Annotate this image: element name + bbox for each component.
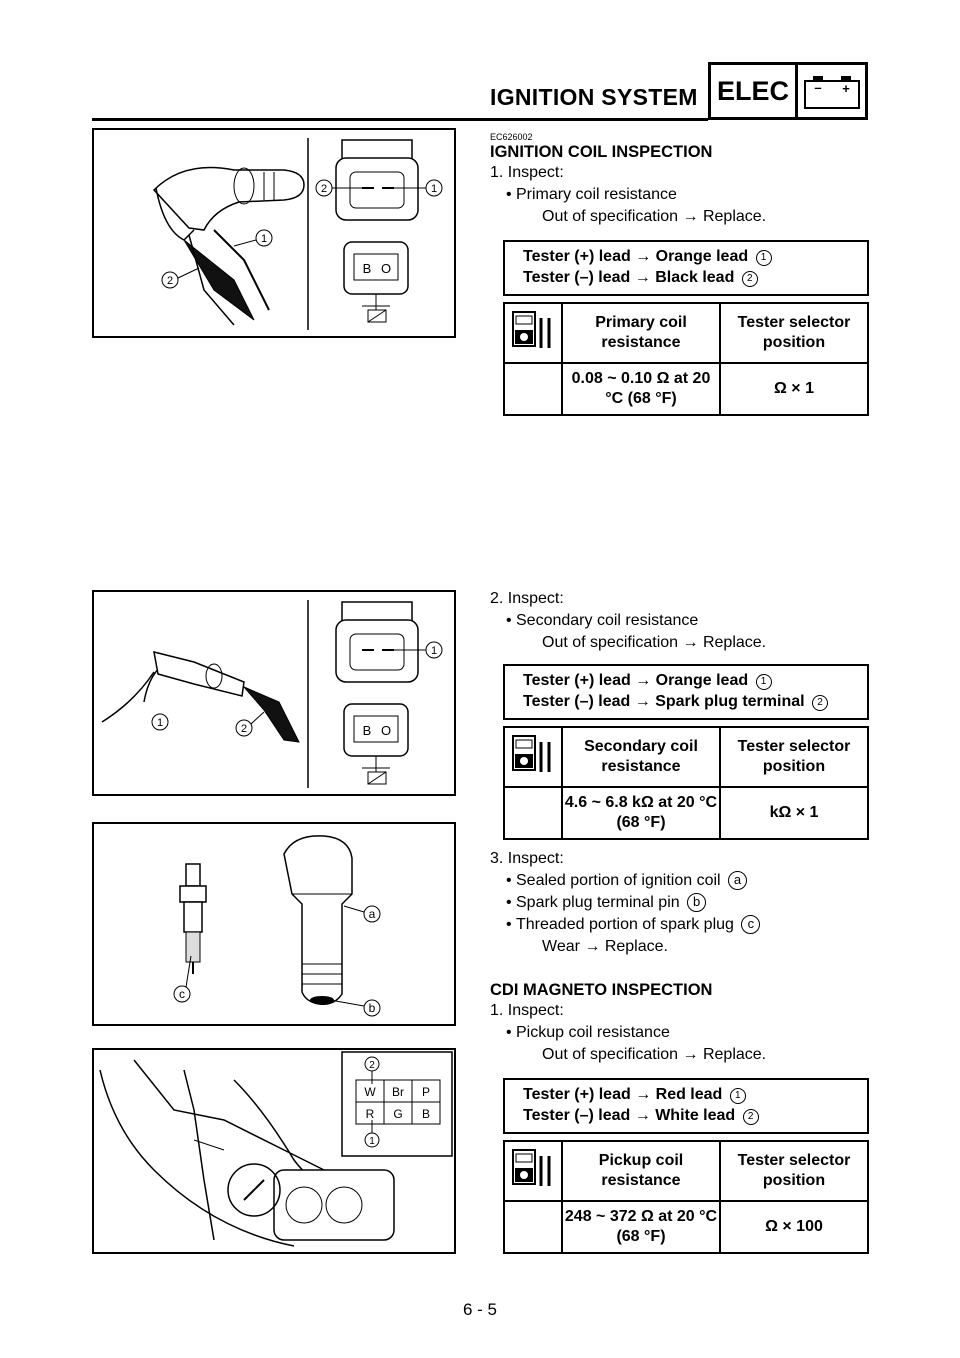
spec-table-primary: Primary coil resistance Tester selector … <box>503 302 869 416</box>
lead-plus-line: Tester (+) lead → Orange lead 1 <box>523 670 857 691</box>
fig1-conn-callout-1: 1 <box>431 183 437 195</box>
resistance-value: 0.08 ~ 0.10 Ω at 20 °C (68 °F) <box>561 362 721 416</box>
col-selector: Tester selector position <box>719 726 869 788</box>
step2-block: 2. Inspect: Secondary coil resistance Ou… <box>490 588 870 654</box>
step-label: 1. Inspect: <box>490 1002 564 1019</box>
fig2-pin-b: B <box>363 723 372 738</box>
selector-value: kΩ × 1 <box>719 786 869 840</box>
inspect-item: Primary coil resistance <box>490 184 870 206</box>
col-resistance: Pickup coil resistance <box>561 1140 721 1202</box>
fig2-callout-1: 1 <box>157 717 163 729</box>
spec-table-secondary: Secondary coil resistance Tester selecto… <box>503 726 869 840</box>
col-resistance: Secondary coil resistance <box>561 726 721 788</box>
lead-minus-line: Tester (–) lead → Black lead 2 <box>523 267 857 288</box>
fig4-pin-p: P <box>422 1085 430 1099</box>
inspect-item: Spark plug terminal pin b <box>490 892 870 914</box>
lead-minus-line: Tester (–) lead → White lead 2 <box>523 1105 857 1126</box>
fig1-callout-2: 2 <box>167 275 173 287</box>
page-title: IGNITION SYSTEM <box>490 84 698 110</box>
fig2-conn-callout-1: 1 <box>431 645 437 657</box>
col-selector: Tester selector position <box>719 1140 869 1202</box>
selector-value: Ω × 1 <box>719 362 869 416</box>
col-resistance: Primary coil resistance <box>561 302 721 364</box>
lead-box-pickup: Tester (+) lead → Red lead 1 Tester (–) … <box>503 1078 869 1134</box>
section-heading: CDI MAGNETO INSPECTION <box>490 981 713 999</box>
lead-plus-line: Tester (+) lead → Red lead 1 <box>523 1084 857 1105</box>
inspect-item: Secondary coil resistance <box>490 610 870 632</box>
header-rule <box>92 118 708 121</box>
fig4-pin-w: W <box>364 1085 376 1099</box>
fig1-pin-o: O <box>381 261 391 276</box>
figure-secondary-coil: 1 2 1 B O <box>92 590 456 796</box>
fig4-callout-2: 2 <box>369 1060 375 1071</box>
inspect-action: Out of specification → Replace. <box>542 634 767 651</box>
inspect-item: Threaded portion of spark plug c <box>490 914 870 936</box>
inspect-item: Sealed portion of ignition coil a <box>490 870 870 892</box>
section-code: EC626002 <box>490 132 533 142</box>
selector-value: Ω × 100 <box>719 1200 869 1254</box>
inspect-action: Out of specification → Replace. <box>542 1046 767 1063</box>
lead-plus-line: Tester (+) lead → Orange lead 1 <box>523 246 857 267</box>
tester-icon <box>503 302 563 364</box>
section-heading: IGNITION COIL INSPECTION <box>490 143 713 161</box>
spec-table-pickup: Pickup coil resistance Tester selector p… <box>503 1140 869 1254</box>
fig1-callout-1: 1 <box>261 233 267 245</box>
lead-box-primary: Tester (+) lead → Orange lead 1 Tester (… <box>503 240 869 296</box>
ignition-coil-section: EC626002 IGNITION COIL INSPECTION 1. Ins… <box>490 132 870 228</box>
battery-minus-sign: – <box>814 80 821 95</box>
section-label: ELEC <box>711 65 798 117</box>
lead-box-secondary: Tester (+) lead → Orange lead 1 Tester (… <box>503 664 869 720</box>
lead-minus-line: Tester (–) lead → Spark plug terminal 2 <box>523 691 857 712</box>
tester-icon <box>503 726 563 788</box>
fig4-pin-g: G <box>393 1107 402 1121</box>
fig4-pin-b: B <box>422 1107 430 1121</box>
step-label: 3. Inspect: <box>490 850 564 867</box>
col-selector: Tester selector position <box>719 302 869 364</box>
fig2-callout-2: 2 <box>241 723 247 735</box>
resistance-value: 248 ~ 372 Ω at 20 °C (68 °F) <box>561 1200 721 1254</box>
inspect-action: Out of specification → Replace. <box>542 208 767 225</box>
section-tab: ELEC – + <box>708 62 868 120</box>
inspect-item: Pickup coil resistance <box>490 1022 870 1044</box>
page-number: 6 - 5 <box>462 1300 498 1319</box>
figure-primary-coil: 1 2 2 1 B O <box>92 128 456 338</box>
step-label: 1. Inspect: <box>490 164 564 181</box>
fig3-callout-b: b <box>369 1001 376 1015</box>
battery-plus-sign: + <box>842 81 850 96</box>
fig1-conn-callout-2: 2 <box>321 183 327 195</box>
battery-icon: – + <box>798 65 865 117</box>
resistance-value: 4.6 ~ 6.8 kΩ at 20 °C (68 °F) <box>561 786 721 840</box>
tester-icon <box>503 1140 563 1202</box>
cdi-magneto-section: CDI MAGNETO INSPECTION 1. Inspect: Picku… <box>490 980 870 1066</box>
fig3-callout-c: c <box>179 987 185 1001</box>
fig2-pin-o: O <box>381 723 391 738</box>
figure-spark-plug-coil: c a b <box>92 822 456 1026</box>
fig4-pin-r: R <box>366 1107 375 1121</box>
fig4-callout-1: 1 <box>369 1136 375 1147</box>
step-label: 2. Inspect: <box>490 590 564 607</box>
fig4-pin-br: Br <box>392 1085 404 1099</box>
step3-block: 3. Inspect: Sealed portion of ignition c… <box>490 848 870 958</box>
figure-cdi-magneto: W Br P R G B 2 1 <box>92 1048 456 1254</box>
fig3-callout-a: a <box>369 907 376 921</box>
inspect-action: Wear → Replace. <box>542 938 668 955</box>
fig1-pin-b: B <box>363 261 372 276</box>
